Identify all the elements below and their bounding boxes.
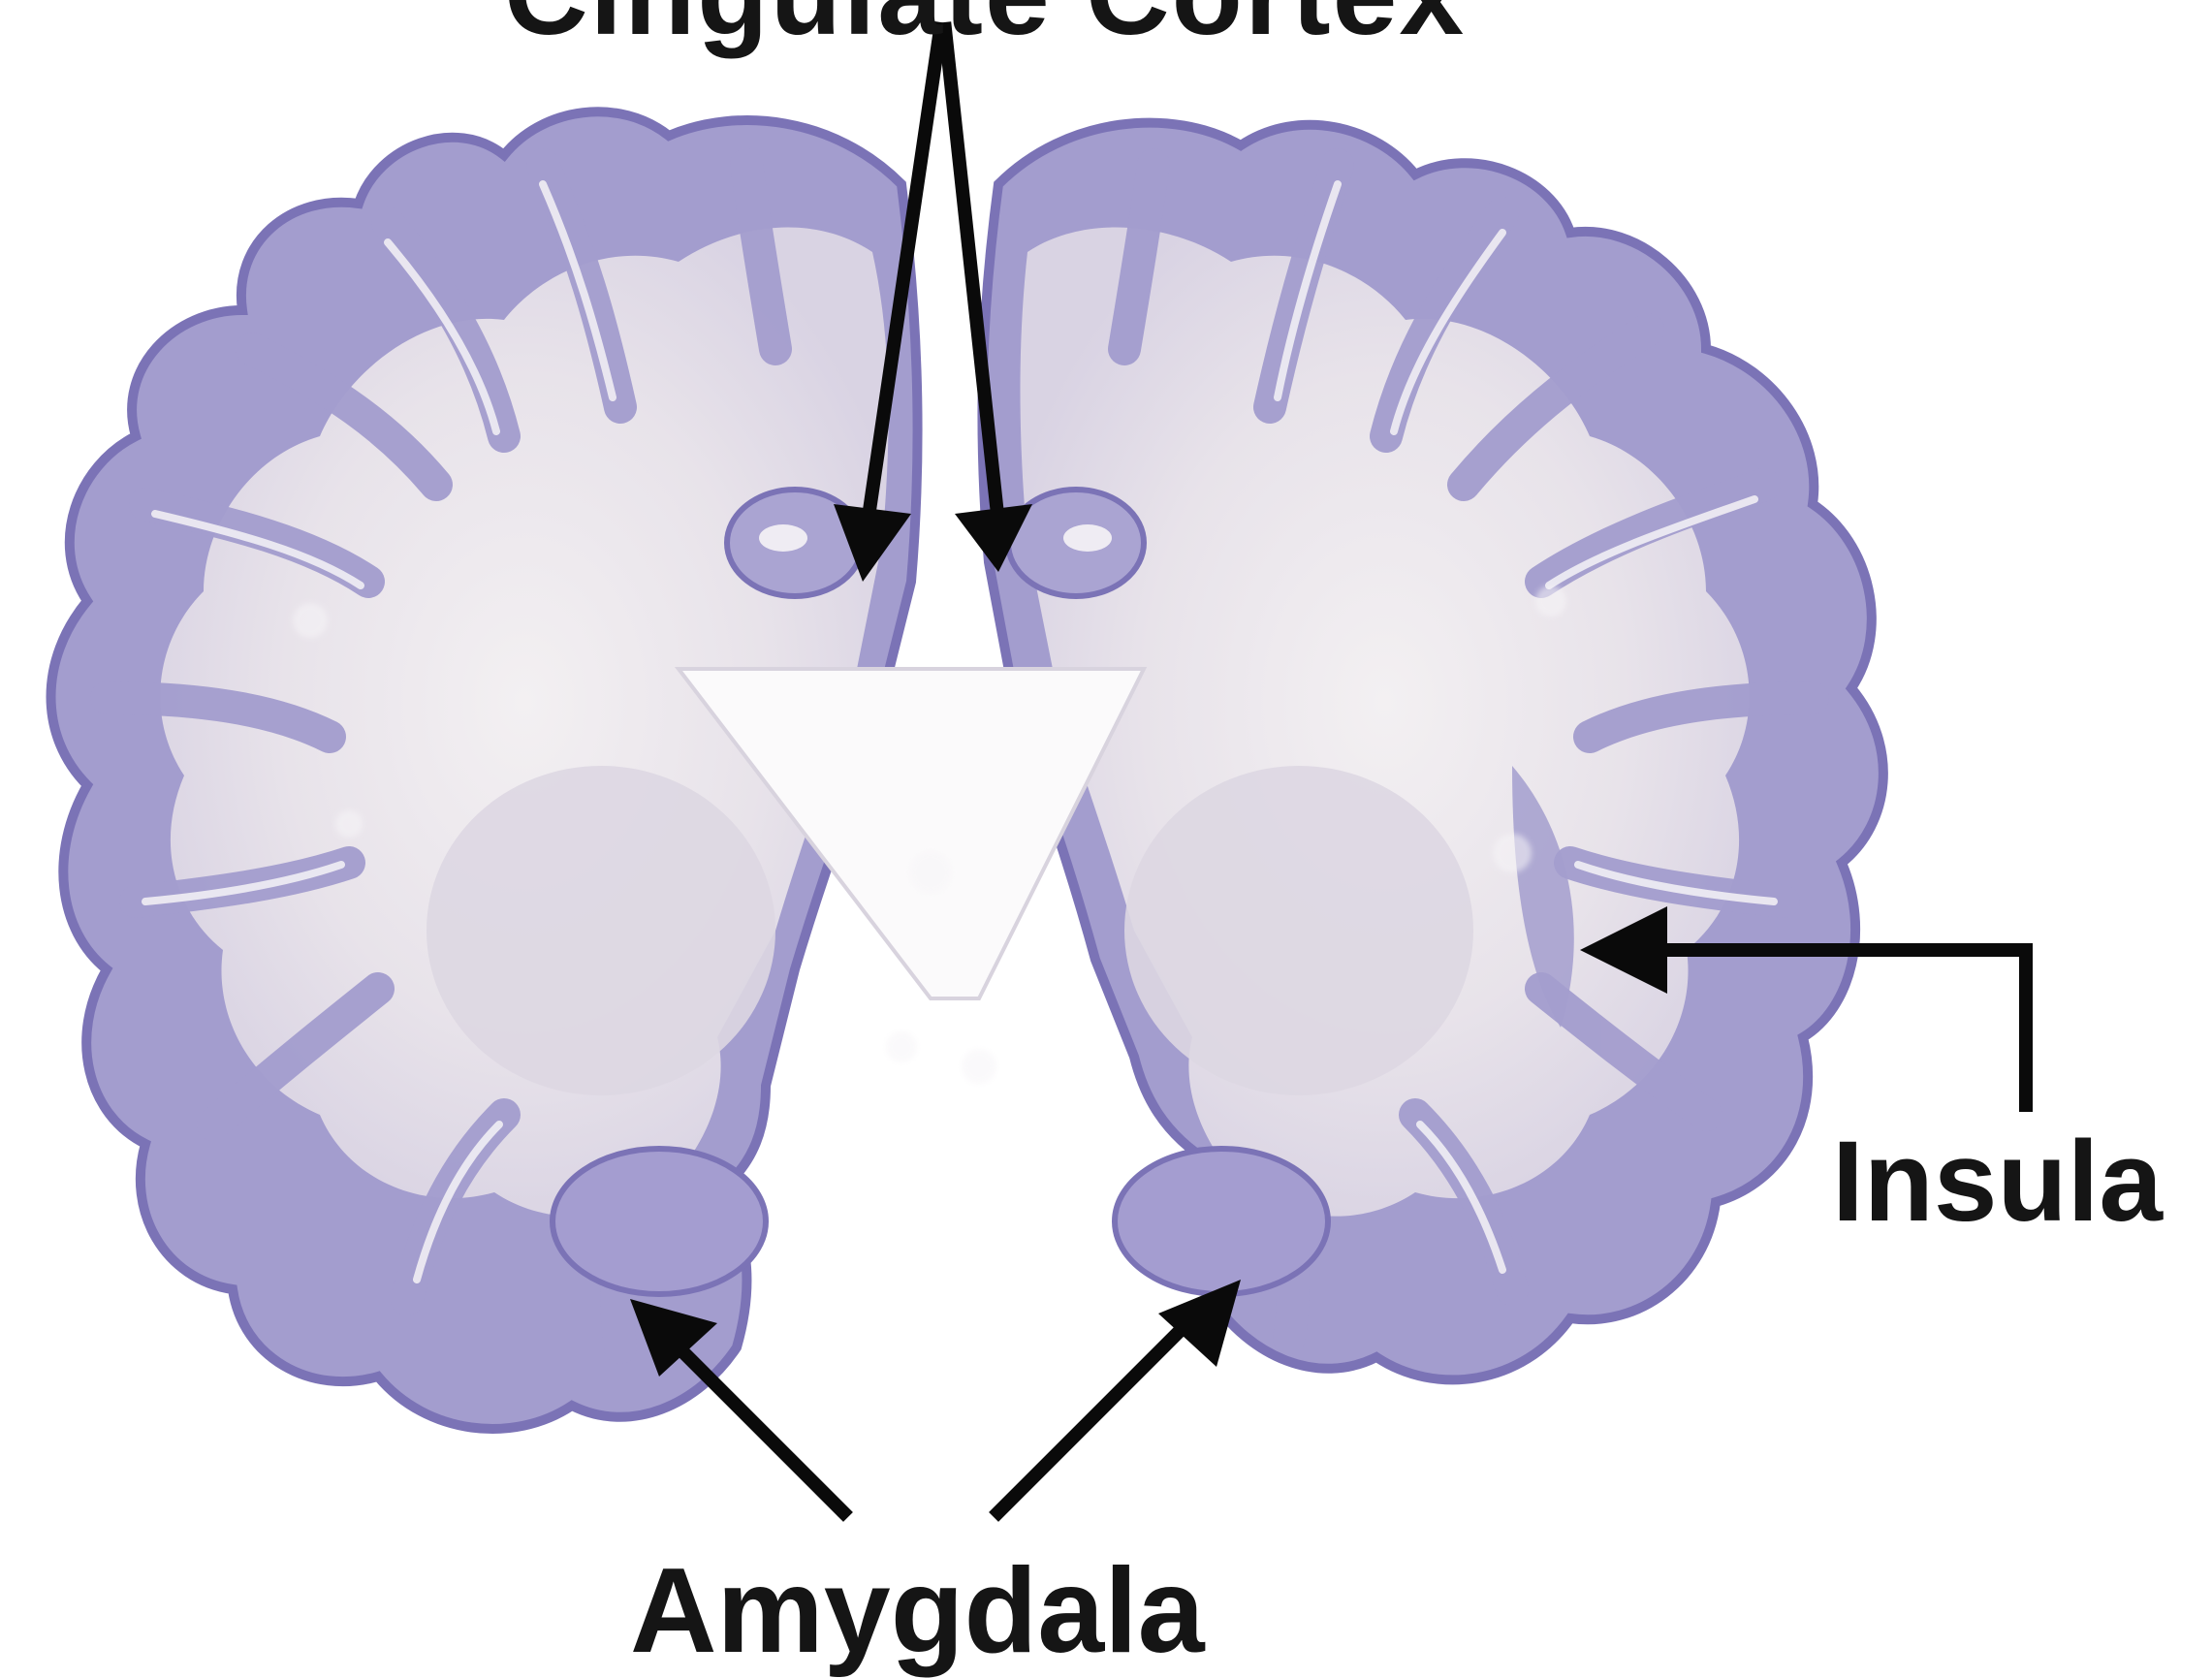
left-deep-nuclei [427, 766, 775, 1095]
left-amygdala [553, 1149, 766, 1294]
insula-label: Insula [1832, 1124, 2163, 1239]
left-cingulate-highlight [759, 524, 807, 552]
right-cingulate-highlight [1063, 524, 1112, 552]
right-amygdala [1115, 1149, 1328, 1294]
inferior-midline-notch [756, 1195, 1144, 1513]
amygdala-label: Amygdala [630, 1551, 1205, 1671]
right-deep-nuclei [1124, 766, 1473, 1095]
cingulate-label-partial: Cingulate Cortex [504, 0, 1466, 52]
